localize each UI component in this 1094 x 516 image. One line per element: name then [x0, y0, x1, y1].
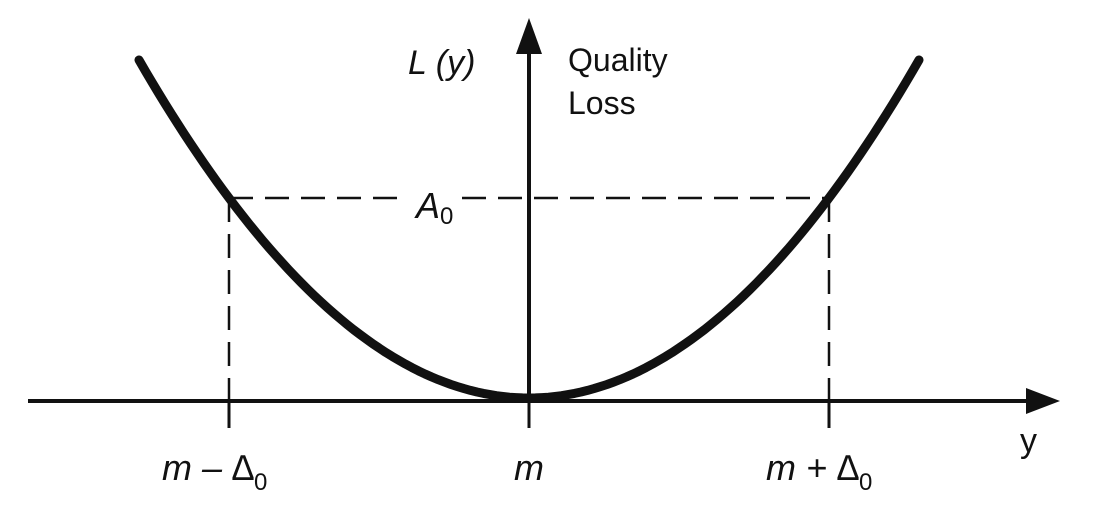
x-tick-label-left: m – ∆0	[162, 447, 267, 496]
x-tick-label-center: m	[514, 447, 544, 488]
x-axis-arrowhead	[1026, 388, 1060, 414]
x-axis-label: y	[1020, 422, 1037, 460]
threshold-label-base: A	[414, 185, 440, 226]
tolerance-guides	[227, 196, 831, 414]
threshold-label-sub: 0	[440, 203, 453, 230]
quality-loss-curve	[134, 55, 924, 403]
x-tick-label-left-base: m – ∆	[162, 447, 254, 488]
x-tick-label-right-sub: 0	[859, 469, 872, 496]
x-tick-label-right-base: m + ∆	[766, 447, 859, 488]
y-axis-arrowhead	[516, 18, 542, 54]
y-axis-label: L (y)	[408, 44, 475, 82]
quality-loss-note-line2: Loss	[568, 85, 636, 121]
x-tick-label-left-sub: 0	[254, 469, 267, 496]
quality-loss-note-line1: Quality	[568, 42, 668, 78]
x-tick-marks	[227, 401, 831, 428]
x-tick-label-right: m + ∆0	[766, 447, 872, 496]
threshold-label: A0	[414, 185, 453, 230]
